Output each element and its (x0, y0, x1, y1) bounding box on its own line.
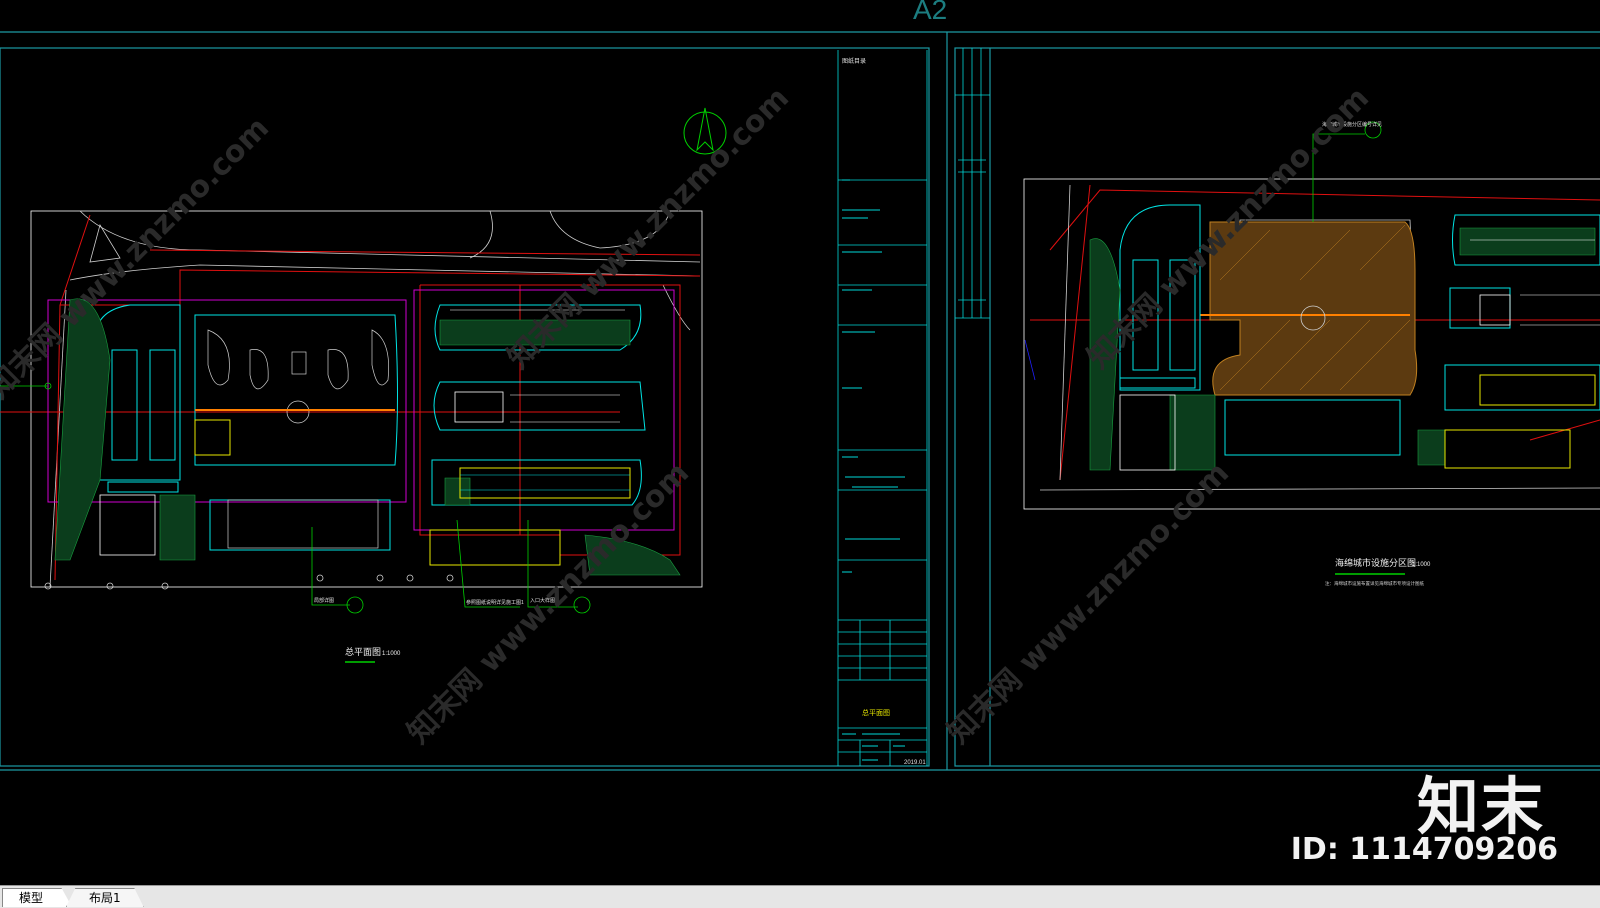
watermark-text: 知末网 www.znzmo.com (0, 111, 276, 406)
watermark-text: 知末网 www.znzmo.com (501, 81, 796, 376)
right-subtitle: 注：海绵城市设施布置详见海绵城市专项设计图纸 (1325, 580, 1424, 587)
left-callout-3: 入口大样图 (530, 597, 555, 604)
tab-model[interactable]: 模型 (2, 888, 73, 907)
left-callout-1: 局部详图 (314, 597, 334, 604)
title-block-header: 图纸目录 (842, 57, 866, 65)
title-block-scribbles (842, 179, 905, 761)
brand-logo: 知末 (1416, 770, 1545, 843)
sheet-name-label: A2 (913, 0, 948, 25)
right-site-plan[interactable] (1023, 121, 1600, 510)
title-block (837, 50, 928, 766)
right-callout: 海绵城市设施分区编号详见 (1322, 121, 1382, 128)
stamp-strip (955, 48, 990, 319)
left-plan-title: 总平面图 (345, 646, 381, 657)
north-arrow-icon (683, 107, 727, 155)
title-block-date: 2019.01 (904, 760, 926, 766)
watermark-text: 知末网 www.znzmo.com (941, 456, 1236, 751)
title-block-sheet-title: 总平面图 (862, 708, 890, 717)
left-site-plan[interactable] (0, 107, 727, 614)
right-plan-scale: 1:1000 (1412, 562, 1431, 568)
image-id-label: ID: 1114709206 (1290, 832, 1558, 867)
paper-frames (0, 31, 1600, 771)
right-plan-title: 海绵城市设施分区图 (1335, 557, 1416, 568)
layout-tab-bar: 模型 布局1 (0, 885, 1600, 908)
watermarks: 知末网 www.znzmo.com 知末网 www.znzmo.com 知末网 … (0, 81, 1376, 751)
left-callout-2: 参照图纸说明详见施工图1 (466, 599, 524, 606)
cad-drawing-canvas[interactable]: 图纸目录 总平面图 2019.01 (0, 0, 1600, 885)
left-plan-scale: 1:1000 (382, 651, 401, 657)
tab-layout1[interactable]: 布局1 (66, 888, 144, 907)
